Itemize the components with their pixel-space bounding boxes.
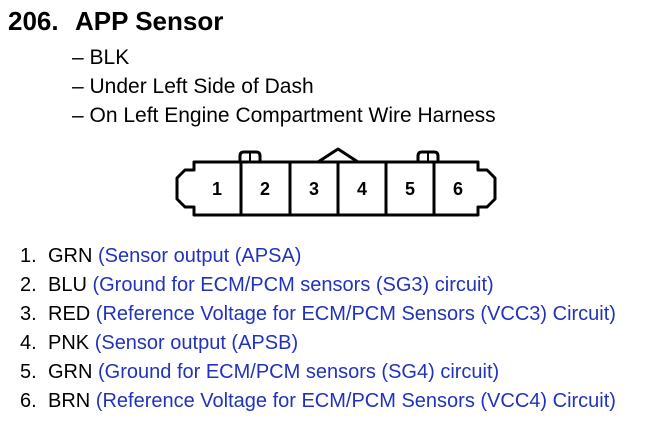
wire-color: BLU [48,274,87,296]
connector-pin-label: 6 [453,179,463,199]
location-item: – Under Left Side of Dash [72,75,314,98]
wire-color: BRN [48,390,91,412]
pin-row: 5. GRN (Ground for ECM/PCM sensors (SG4) … [20,358,616,387]
pin-index: 1. [20,245,37,267]
wire-color: RED [48,303,91,325]
component-name: APP Sensor [75,6,224,36]
pin-description: (Reference Voltage for ECM/PCM Sensors (… [95,390,616,412]
wire-color: GRN [48,361,93,383]
connector-diagram: 1 2 3 4 5 6 [175,147,497,217]
pin-row: 2. BLU (Ground for ECM/PCM sensors (SG3) … [20,271,616,300]
pin-description: (Sensor output (APSA) [98,245,302,267]
pin-row: 4. PNK (Sensor output (APSB) [20,329,616,358]
pin-index: 3. [20,303,37,325]
location-item: – BLK [72,46,130,69]
pin-index: 5. [20,361,37,383]
component-number: 206. [8,6,59,36]
connector-pin-label: 5 [405,179,415,199]
pin-index: 4. [20,332,37,354]
pin-index: 2. [20,274,37,296]
connector-pin-label: 3 [309,179,319,199]
keying-notch [317,147,359,164]
component-title: 206. APP Sensor [8,6,223,37]
location-item: – On Left Engine Compartment Wire Harnes… [72,104,496,127]
wire-color: GRN [48,245,93,267]
pin-assignment-list: 1. GRN (Sensor output (APSA) 2. BLU (Groun… [20,242,616,416]
pin-index: 6. [20,390,37,412]
pin-row: 1. GRN (Sensor output (APSA) [20,242,616,271]
connector-pin-label: 4 [357,179,367,199]
pin-description: (Reference Voltage for ECM/PCM Sensors (… [95,303,616,325]
wire-color: PNK [48,332,90,354]
connector-pin-label: 1 [212,179,222,199]
pin-description: (Ground for ECM/PCM sensors (SG4) circui… [98,361,500,383]
pin-row: 6. BRN (Reference Voltage for ECM/PCM Sen… [20,387,616,416]
connector-housing-outline [175,160,497,217]
pin-description: (Ground for ECM/PCM sensors (SG3) circui… [92,274,494,296]
location-list: – BLK – Under Left Side of Dash – On Lef… [72,43,496,130]
pin-description: (Sensor output (APSB) [94,332,299,354]
connector-pin-label: 2 [260,179,270,199]
pin-row: 3. RED (Reference Voltage for ECM/PCM Sen… [20,300,616,329]
